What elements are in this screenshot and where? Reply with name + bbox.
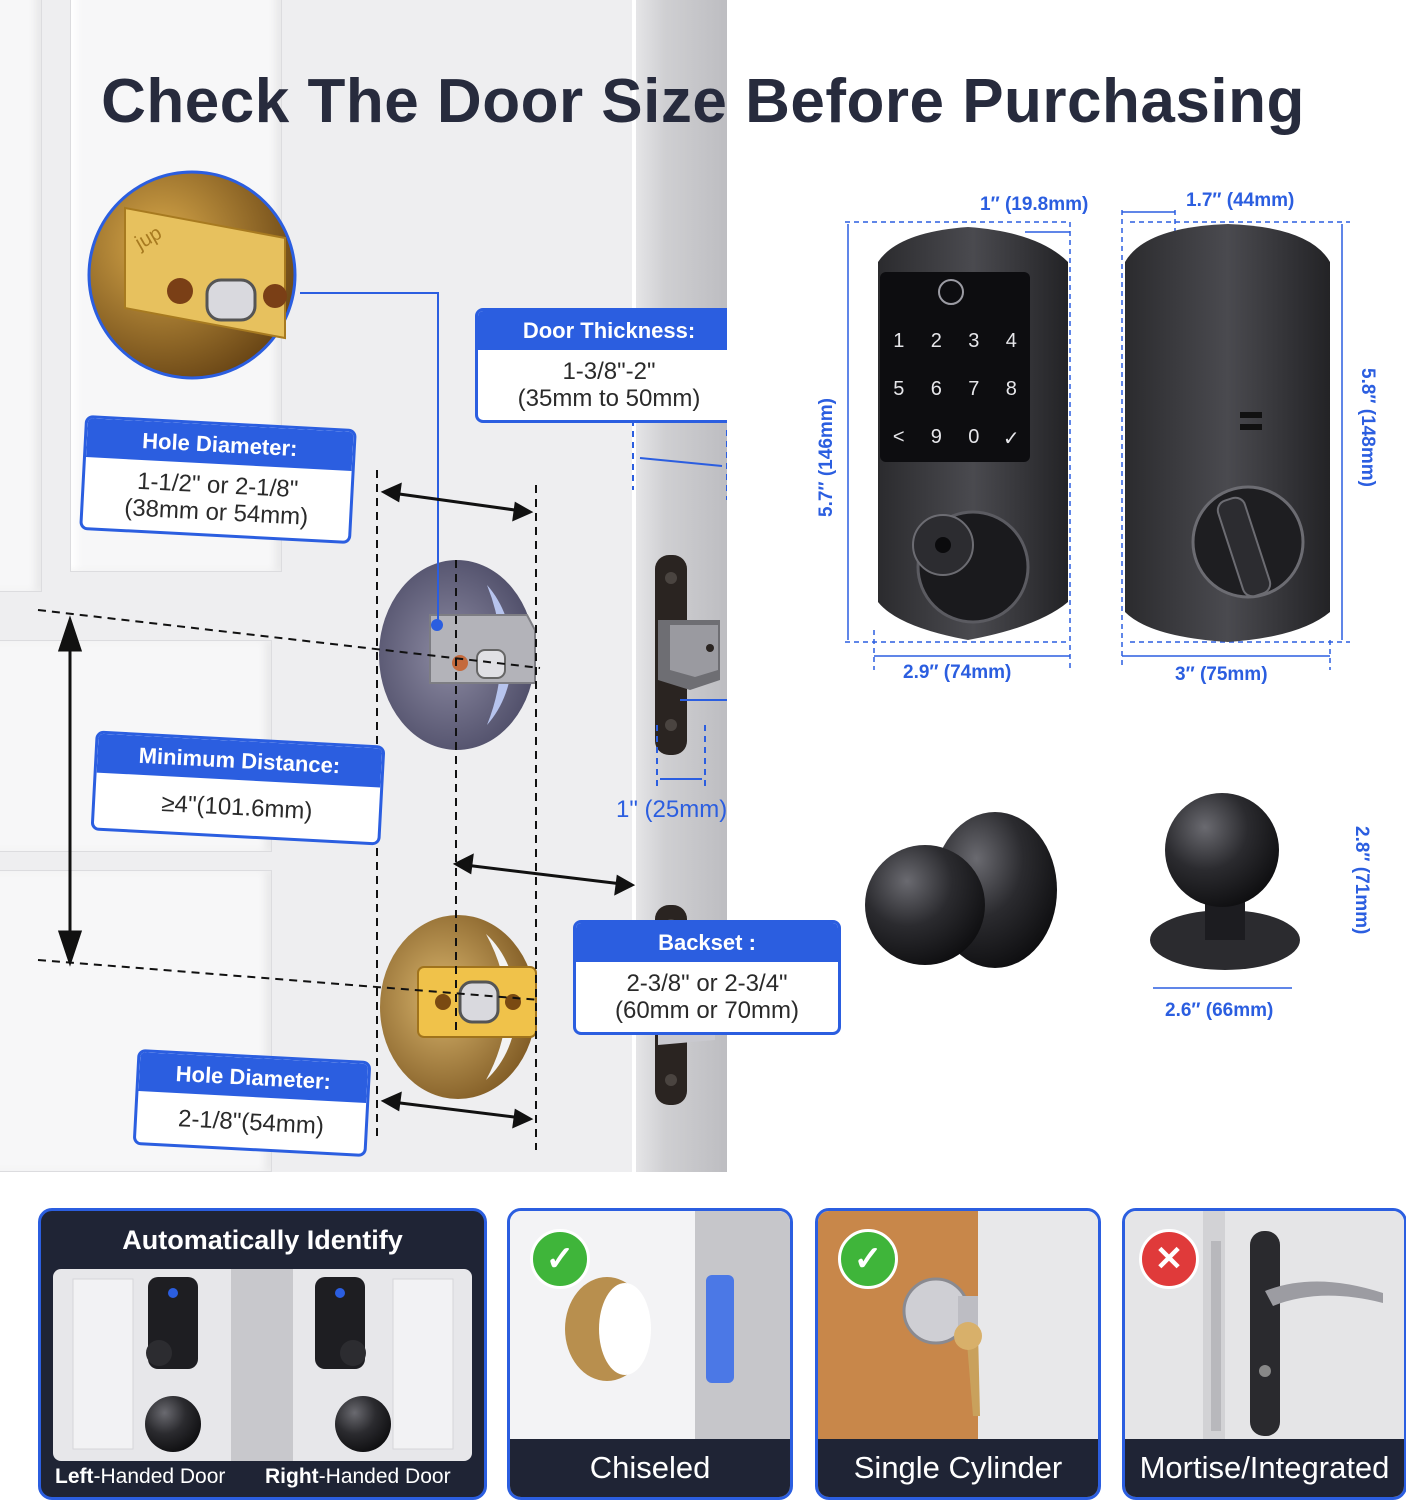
door-handing-photo <box>53 1269 472 1461</box>
back-depth-label: 1.7″ (44mm) <box>1186 190 1295 211</box>
mortise-photo <box>1125 1211 1404 1439</box>
single-cylinder-card: ✓ Single Cylinder <box>815 1208 1101 1500</box>
right-handed-label: Right-Handed Door <box>265 1465 451 1488</box>
knob-height-label: 2.8″ (71mm) <box>1351 826 1372 935</box>
callout-value: 1-3/8"-2" <box>562 358 656 385</box>
callout-value: 2-3/8" or 2-3/4" <box>626 970 788 997</box>
cross-icon: ✕ <box>1139 1229 1199 1289</box>
keypad-key: 9 <box>930 426 942 448</box>
front-height-label: 5.7″ (146mm) <box>816 398 837 517</box>
page-title: Check The Door Size Before Purchasing <box>101 67 1305 136</box>
chiseled-photo <box>510 1211 790 1439</box>
callout-heading: Backset : <box>576 923 838 962</box>
hole-diameter-bottom-callout: Hole Diameter: 2-1/8"(54mm) <box>132 1048 372 1158</box>
knob-width-label: 2.6″ (66mm) <box>1165 1000 1274 1021</box>
auto-identify-card: Automatically Identify Left-Handed Door … <box>38 1208 487 1500</box>
callout-value: ≥4"(101.6mm) <box>160 790 314 825</box>
card-caption: Chiseled <box>510 1439 790 1497</box>
knob-views <box>865 793 1300 989</box>
measurement-lines <box>37 292 727 1150</box>
callout-value-metric: (35mm to 50mm) <box>517 385 701 412</box>
callout-value: 2-1/8"(54mm) <box>177 1105 325 1140</box>
keypad-key: 3 <box>968 330 980 352</box>
callout-value-metric: (60mm or 70mm) <box>614 997 800 1024</box>
keypad-key: 0 <box>968 426 980 448</box>
bore-hole-bottom <box>380 915 537 1099</box>
door-thickness-callout: Door Thickness: 1-3/8"-2" (35mm to 50mm) <box>475 308 727 423</box>
callout-heading: Door Thickness: <box>478 311 727 350</box>
card-caption: Single Cylinder <box>818 1439 1098 1497</box>
backset-callout: Backset : 2-3/8" or 2-3/4" (60mm or 70mm… <box>573 920 841 1035</box>
back-width-label: 3″ (75mm) <box>1175 664 1268 685</box>
keypad-key: 5 <box>893 378 905 400</box>
keypad-key: 8 <box>1005 378 1017 400</box>
hole-diameter-top-callout: Hole Diameter: 1-1/2" or 2-1/8" (38mm or… <box>79 414 357 545</box>
front-width-label: 2.9″ (74mm) <box>903 662 1012 683</box>
back-height-label: 5.8″ (148mm) <box>1357 368 1378 487</box>
lock-back-view <box>1125 224 1330 642</box>
left-handed-label: Left-Handed Door <box>55 1465 226 1488</box>
door-edge-highlight <box>632 0 636 1172</box>
lock-front-view <box>878 227 1068 640</box>
door-illustration: jup <box>0 0 727 1172</box>
keypad-key: 2 <box>930 330 942 352</box>
check-icon: ✓ <box>838 1229 898 1289</box>
front-depth-label: 1″ (19.8mm) <box>980 194 1089 215</box>
keypad-key: < <box>892 426 905 448</box>
keypad-key: 7 <box>968 378 980 400</box>
keypad-key: 4 <box>1005 330 1017 352</box>
mortise-card: ✕ Mortise/Integrated <box>1122 1208 1406 1500</box>
latch-zoom-circle: jup <box>87 170 297 380</box>
keypad-key: ✓ <box>1002 428 1020 450</box>
chiseled-card: ✓ Chiseled <box>507 1208 793 1500</box>
latch-width-label: 1" (25mm) <box>616 796 727 823</box>
check-icon: ✓ <box>530 1229 590 1289</box>
minimum-distance-callout: Minimum Distance: ≥4"(101.6mm) <box>90 730 386 846</box>
card-caption: Mortise/Integrated <box>1125 1439 1404 1497</box>
keypad-key: 6 <box>930 378 942 400</box>
card-title: Automatically Identify <box>122 1225 403 1255</box>
keypad: 1 2 3 4 5 6 7 8 < 9 0 ✓ <box>880 330 1030 451</box>
door-panel <box>0 0 42 592</box>
keypad-key: 1 <box>893 330 905 352</box>
